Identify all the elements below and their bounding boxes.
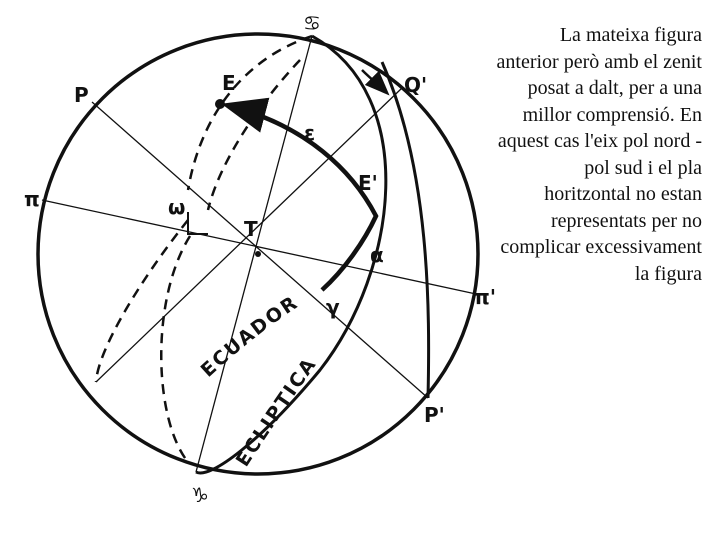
equator-arc-front: [380, 61, 431, 399]
label-omega: ω: [168, 195, 185, 219]
ecliptic-arc-back: [186, 34, 313, 191]
right-angle-marker: [187, 212, 208, 235]
label-e-prime: E': [358, 171, 378, 195]
label-e: E: [222, 71, 236, 95]
lower-meridian-dashed: [160, 235, 192, 463]
label-pi: π: [24, 187, 40, 211]
point-e: [215, 99, 225, 109]
axis-pi-pi-prime: [41, 199, 477, 295]
ecliptic-arc-front: [195, 34, 388, 475]
axis-q-prime-line: [95, 87, 403, 383]
ecliptic-label: ECLIPTICA: [232, 353, 322, 471]
equator-label: ECUADOR: [197, 291, 303, 381]
label-capricorn: ♑: [191, 483, 209, 507]
label-alpha: α: [370, 243, 384, 267]
axis-cancer-capricorn: [195, 35, 313, 473]
label-cancer: ♋: [303, 11, 321, 35]
celestial-sphere-diagram: ♋ Q' P E ε E' π ω T α γ π' P' ♑ ECUADOR …: [24, 11, 496, 507]
ecliptic-motion-arrow: [221, 97, 379, 292]
point-t: [255, 251, 261, 257]
label-p: P: [74, 83, 89, 107]
caption-text: La mateixa figura anterior però amb el z…: [496, 24, 702, 285]
label-t: T: [244, 217, 258, 241]
label-pi-prime: π': [474, 285, 496, 309]
label-gamma: γ: [326, 295, 340, 319]
equator-motion-arrow: [361, 69, 390, 96]
label-p-prime: P': [424, 403, 445, 427]
equator-arc-back: [94, 219, 189, 383]
axis-p-p-prime: [91, 101, 429, 399]
label-epsilon: ε: [304, 121, 315, 145]
sphere-outline: [36, 32, 480, 476]
label-q-prime: Q': [404, 73, 427, 97]
